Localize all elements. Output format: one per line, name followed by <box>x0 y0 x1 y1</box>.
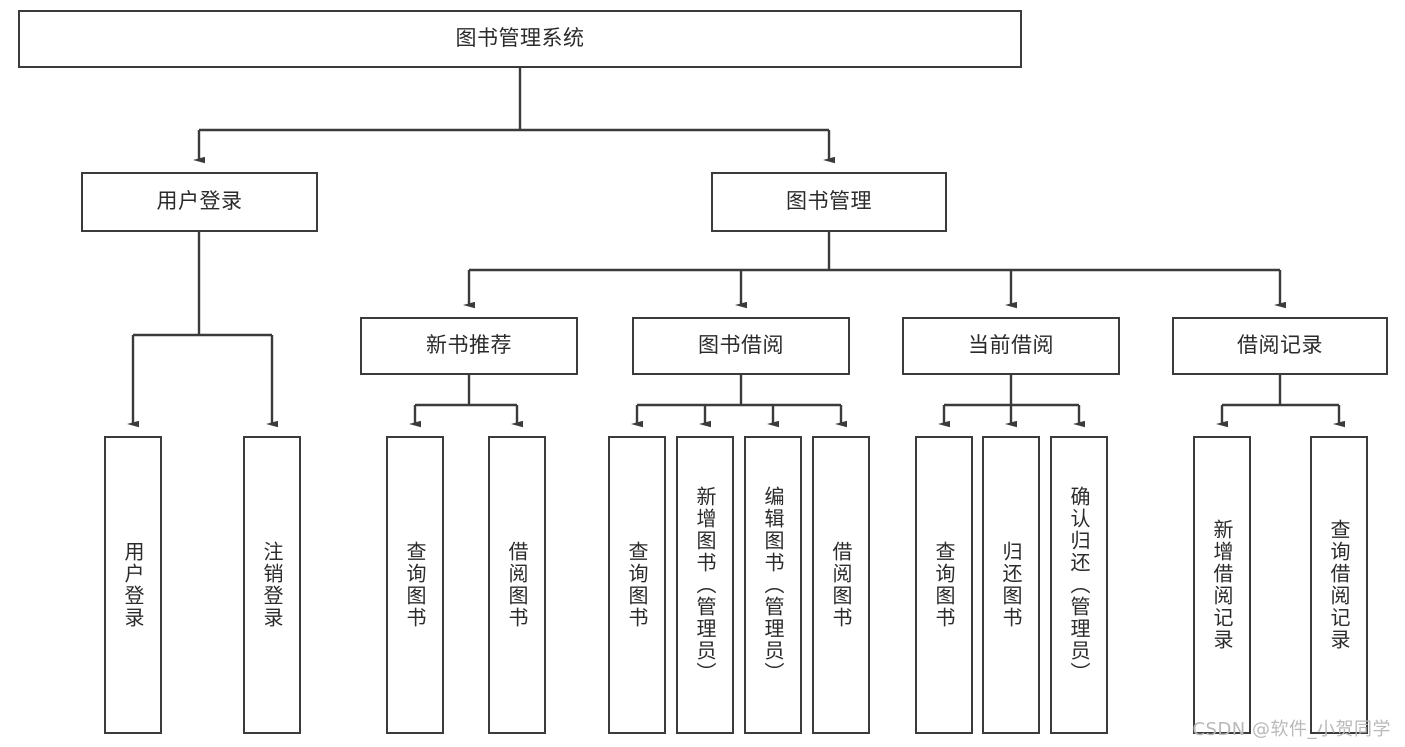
node-l3-b1[interactable]: 查询图书 <box>386 436 444 734</box>
node-l2-rec[interactable]: 借阅记录 <box>1172 317 1388 375</box>
node-l3-e2[interactable]: 查询借阅记录 <box>1310 436 1368 734</box>
node-l3-d2[interactable]: 归还图书 <box>982 436 1040 734</box>
node-label: 查询图书 <box>932 541 956 629</box>
node-l3-b2[interactable]: 借阅图书 <box>488 436 546 734</box>
node-l3-c2[interactable]: 新增图书（管理员） <box>676 436 734 734</box>
node-label: 查询图书 <box>403 541 427 629</box>
node-label: 用户登录 <box>156 189 243 214</box>
node-l3-d3[interactable]: 确认归还（管理员） <box>1050 436 1108 734</box>
node-label: 注销登录 <box>260 541 284 629</box>
connector-group <box>127 68 1345 428</box>
node-l3-c4[interactable]: 借阅图书 <box>812 436 870 734</box>
node-label: 借阅图书 <box>505 541 529 629</box>
node-l3-c1[interactable]: 查询图书 <box>608 436 666 734</box>
node-label: 编辑图书（管理员） <box>761 486 785 684</box>
node-label: 图书管理系统 <box>455 26 585 51</box>
node-label: 当前借阅 <box>968 333 1054 358</box>
node-l1-book[interactable]: 图书管理 <box>711 172 947 232</box>
node-label: 图书借阅 <box>698 333 784 358</box>
node-label: 查询图书 <box>625 541 649 629</box>
node-root[interactable]: 图书管理系统 <box>18 10 1022 68</box>
node-l2-borrow[interactable]: 图书借阅 <box>632 317 850 375</box>
node-l3-e1[interactable]: 新增借阅记录 <box>1193 436 1251 734</box>
node-l2-new[interactable]: 新书推荐 <box>360 317 578 375</box>
node-l1-login[interactable]: 用户登录 <box>81 172 318 232</box>
node-label: 归还图书 <box>999 541 1023 629</box>
node-label: 新增借阅记录 <box>1210 519 1234 651</box>
node-l3-c3[interactable]: 编辑图书（管理员） <box>744 436 802 734</box>
node-l3-a1[interactable]: 用户登录 <box>104 436 162 734</box>
node-label: 借阅记录 <box>1237 333 1323 358</box>
node-label: 确认归还（管理员） <box>1067 486 1091 684</box>
node-l3-d1[interactable]: 查询图书 <box>915 436 973 734</box>
node-label: 新书推荐 <box>426 333 512 358</box>
node-label: 新增图书（管理员） <box>693 486 717 684</box>
node-label: 借阅图书 <box>829 541 853 629</box>
node-l3-a2[interactable]: 注销登录 <box>243 436 301 734</box>
node-label: 查询借阅记录 <box>1327 519 1351 651</box>
node-label: 图书管理 <box>786 189 872 214</box>
node-label: 用户登录 <box>121 541 145 629</box>
node-l2-curr[interactable]: 当前借阅 <box>902 317 1120 375</box>
